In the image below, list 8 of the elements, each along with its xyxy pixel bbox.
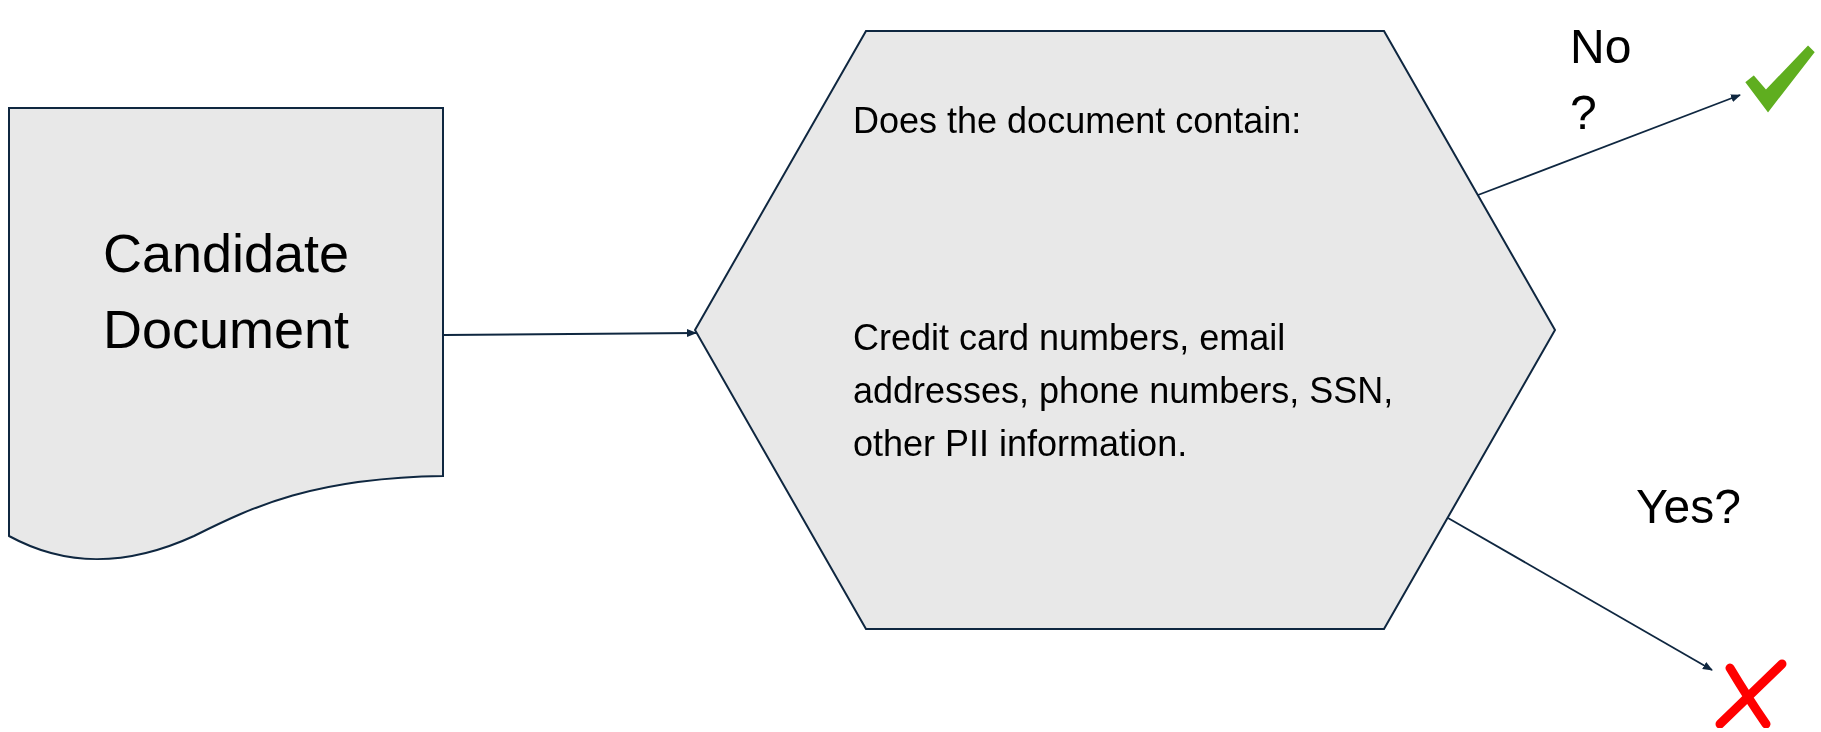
arrow — [1477, 94, 1741, 196]
question-heading: Does the document contain: — [853, 99, 1303, 143]
node-label: Candidate Document — [101, 222, 351, 361]
edge-label: Yes? — [1636, 479, 1742, 535]
arrow — [443, 329, 697, 338]
arrow — [1447, 517, 1713, 671]
criteria-text: Credit card numbers, email addresses, phone numbers, SSN, other PII information. — [853, 316, 1395, 466]
edge-label: No ? — [1570, 19, 1633, 141]
